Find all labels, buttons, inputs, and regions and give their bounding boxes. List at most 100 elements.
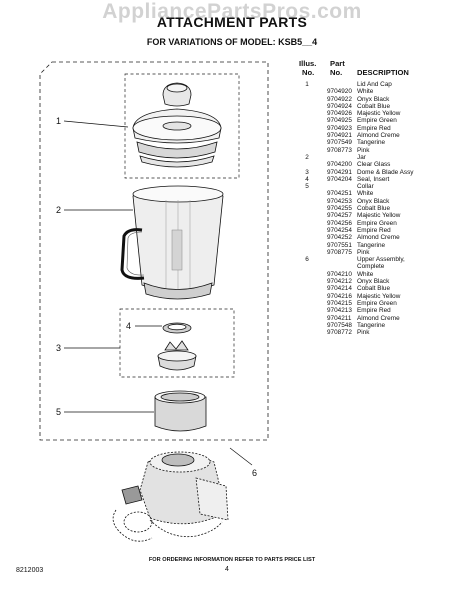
- part-number: 9704252: [327, 234, 352, 242]
- part-description: Majestic Yellow: [357, 110, 401, 118]
- part-number: 9707548: [327, 321, 352, 329]
- part-number: 9704204: [327, 175, 352, 183]
- part-description: Tangerine: [357, 241, 386, 249]
- header-illus-line2: No.: [302, 68, 315, 77]
- part-number: 9704212: [327, 278, 352, 286]
- part-number: 9704921: [327, 132, 352, 140]
- table-row: 9704213 Empire Red: [298, 307, 458, 314]
- part-number: 9704254: [327, 226, 352, 234]
- table-row: 9704926 Majestic Yellow: [298, 110, 458, 117]
- table-row: 9704212 Onyx Black: [298, 278, 458, 285]
- part-description: Empire Green: [357, 117, 397, 125]
- table-row: 9704921 Almond Creme: [298, 132, 458, 139]
- illus-number: 2: [305, 153, 309, 161]
- table-row: 9704215 Empire Green: [298, 300, 458, 307]
- part-number: 9708772: [327, 329, 352, 337]
- ordering-note: FOR ORDERING INFORMATION REFER TO PARTS …: [148, 557, 316, 563]
- part-description: Pink: [357, 146, 370, 154]
- part-description: Empire Red: [357, 124, 391, 132]
- callout-4: 4: [126, 321, 131, 331]
- illus-number: 5: [305, 183, 309, 191]
- part-number: 9707549: [327, 139, 352, 147]
- part-description: Empire Red: [357, 307, 391, 315]
- header-description: DESCRIPTION: [357, 68, 409, 77]
- part-description: Almond Creme: [357, 314, 400, 322]
- part-description: White: [357, 190, 374, 198]
- part-number: 9704216: [327, 292, 352, 300]
- header-part-line2: No.: [330, 68, 343, 77]
- dome-blade-drawing: [157, 340, 197, 371]
- outer-dashed-border: [39, 61, 269, 441]
- jar-drawing: [120, 185, 224, 300]
- part-description: Clear Glass: [357, 161, 391, 169]
- table-row: 5 Collar: [298, 183, 458, 190]
- table-row: 9704252 Almond Creme: [298, 234, 458, 241]
- page-number: 4: [225, 566, 229, 573]
- part-description: Almond Creme: [357, 234, 400, 242]
- table-row: 1 Lid And Cap: [298, 81, 458, 88]
- part-description: Lid And Cap: [357, 81, 392, 88]
- part-number: 9707551: [327, 241, 352, 249]
- part-description: Dome & Blade Assy: [357, 168, 414, 176]
- part-description: Almond Creme: [357, 132, 400, 140]
- part-description: Complete: [357, 263, 385, 271]
- part-description: Empire Red: [357, 226, 391, 234]
- table-row: 9704925 Empire Green: [298, 117, 458, 124]
- illus-number: 1: [305, 81, 309, 88]
- table-row: 9704211 Almond Creme: [298, 315, 458, 322]
- part-description: Empire Green: [357, 219, 397, 227]
- part-number: 9704926: [327, 110, 352, 118]
- table-row: 4 9704204 Seal, Insert: [298, 176, 458, 183]
- part-number: 9704923: [327, 124, 352, 132]
- part-description: Collar: [357, 183, 374, 191]
- part-description: Onyx Black: [357, 95, 390, 103]
- part-number: 9704210: [327, 270, 352, 278]
- callout-2: 2: [56, 205, 61, 215]
- part-description: Onyx Black: [357, 278, 390, 286]
- part-description: Majestic Yellow: [357, 212, 401, 220]
- header-part-line1: Part: [330, 59, 345, 68]
- part-number: 9704213: [327, 307, 352, 315]
- upper-assembly-drawing: [112, 451, 229, 542]
- part-description: Empire Green: [357, 299, 397, 307]
- document-number: 8212003: [16, 567, 44, 574]
- part-description: Onyx Black: [357, 197, 390, 205]
- part-number: 9704924: [327, 102, 352, 110]
- collar-drawing: [154, 390, 207, 432]
- part-number: 9708773: [327, 146, 352, 154]
- callout-3: 3: [56, 343, 61, 353]
- leader-lines: [63, 120, 253, 466]
- illus-number: 6: [305, 256, 309, 264]
- illus-number: 4: [305, 175, 309, 183]
- part-number: 9704925: [327, 117, 352, 125]
- part-description: Tangerine: [357, 139, 386, 147]
- part-number: 9704211: [327, 314, 352, 322]
- part-number: 9704255: [327, 205, 352, 213]
- callout-5: 5: [56, 407, 61, 417]
- part-description: White: [357, 88, 374, 96]
- parts-table-header: Illus. No. Part No. DESCRIPTION: [298, 60, 458, 81]
- part-description: Seal, Insert: [357, 175, 390, 183]
- table-row: 9704254 Empire Red: [298, 227, 458, 234]
- part-description: Majestic Yellow: [357, 292, 401, 300]
- table-row: Complete: [298, 263, 458, 270]
- page-subtitle: FOR VARIATIONS OF MODEL: KSB5__4: [146, 37, 318, 47]
- part-description: Tangerine: [357, 321, 386, 329]
- part-number: 9704215: [327, 299, 352, 307]
